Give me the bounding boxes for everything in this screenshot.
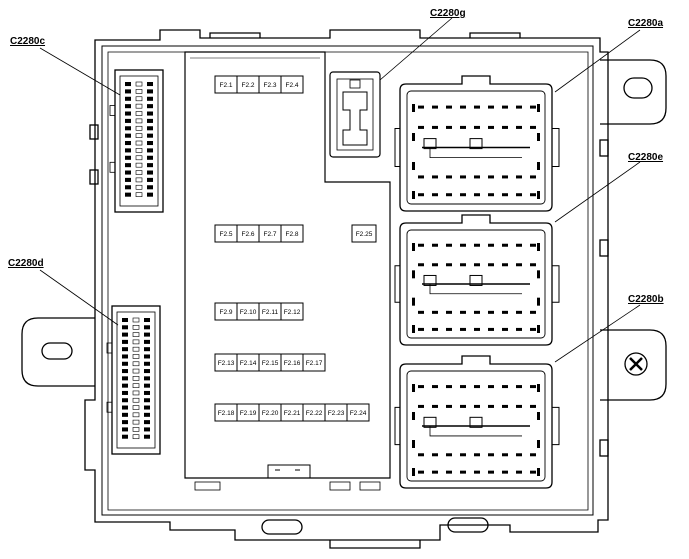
fuse-label: F2.8: [285, 231, 298, 238]
label-c2280e: C2280e: [628, 152, 663, 163]
fuse-label: F2.20: [262, 410, 279, 417]
fuse-label: F2.5: [219, 231, 232, 238]
fuse-label: F2.7: [263, 231, 276, 238]
fuse-slot: [280, 75, 304, 94]
fuse-label: F2.14: [240, 360, 257, 367]
fuse-label: F2.11: [262, 309, 279, 316]
fuse-slot: [351, 224, 377, 243]
fuse-label: F2.17: [306, 360, 323, 367]
fuse-label: F2.15: [262, 360, 279, 367]
fuse-label: F2.3: [263, 82, 276, 89]
fuse-slot: [346, 403, 370, 422]
fuse-panel: [184, 51, 391, 491]
fuse-label: F2.24: [350, 410, 367, 417]
fuse-label: F2.6: [241, 231, 254, 238]
fuse-label: F2.1: [219, 82, 232, 89]
fuse-label: F2.21: [284, 410, 301, 417]
fuse-label: F2.2: [241, 82, 254, 89]
left-connectors: [106, 69, 164, 455]
label-c2280g: C2280g: [430, 8, 466, 19]
fuse-label: F2.13: [218, 360, 235, 367]
fuse-label: F2.16: [284, 360, 301, 367]
label-c2280b: C2280b: [628, 294, 664, 305]
fuse-label: F2.25: [356, 231, 373, 238]
connector-c2280e: [394, 214, 560, 346]
housing: [21, 29, 667, 549]
label-c2280a: C2280a: [628, 18, 663, 29]
fuse-label: F2.19: [240, 410, 257, 417]
right-connectors: [394, 75, 560, 489]
connector-c2280c: [109, 69, 164, 213]
fuse-label: F2.10: [240, 309, 257, 316]
fuse-label: F2.4: [285, 82, 298, 89]
connector-c2280d: [106, 305, 161, 455]
fuse-label: F2.23: [328, 410, 345, 417]
leader-lines: [39, 17, 641, 363]
fuse-label: F2.18: [218, 410, 235, 417]
fuse-slot: [302, 353, 326, 372]
c2280g-socket: [329, 71, 381, 158]
fuse-label: F2.22: [306, 410, 323, 417]
fuse-slot: [280, 302, 304, 321]
connector-c2280b: [394, 355, 560, 489]
label-c2280c: C2280c: [10, 36, 45, 47]
fuse-label: F2.12: [284, 309, 301, 316]
connector-c2280a: [394, 75, 560, 212]
fuse-slot: [280, 224, 304, 243]
label-c2280d: C2280d: [8, 258, 44, 269]
fuse-label: F2.9: [219, 309, 232, 316]
